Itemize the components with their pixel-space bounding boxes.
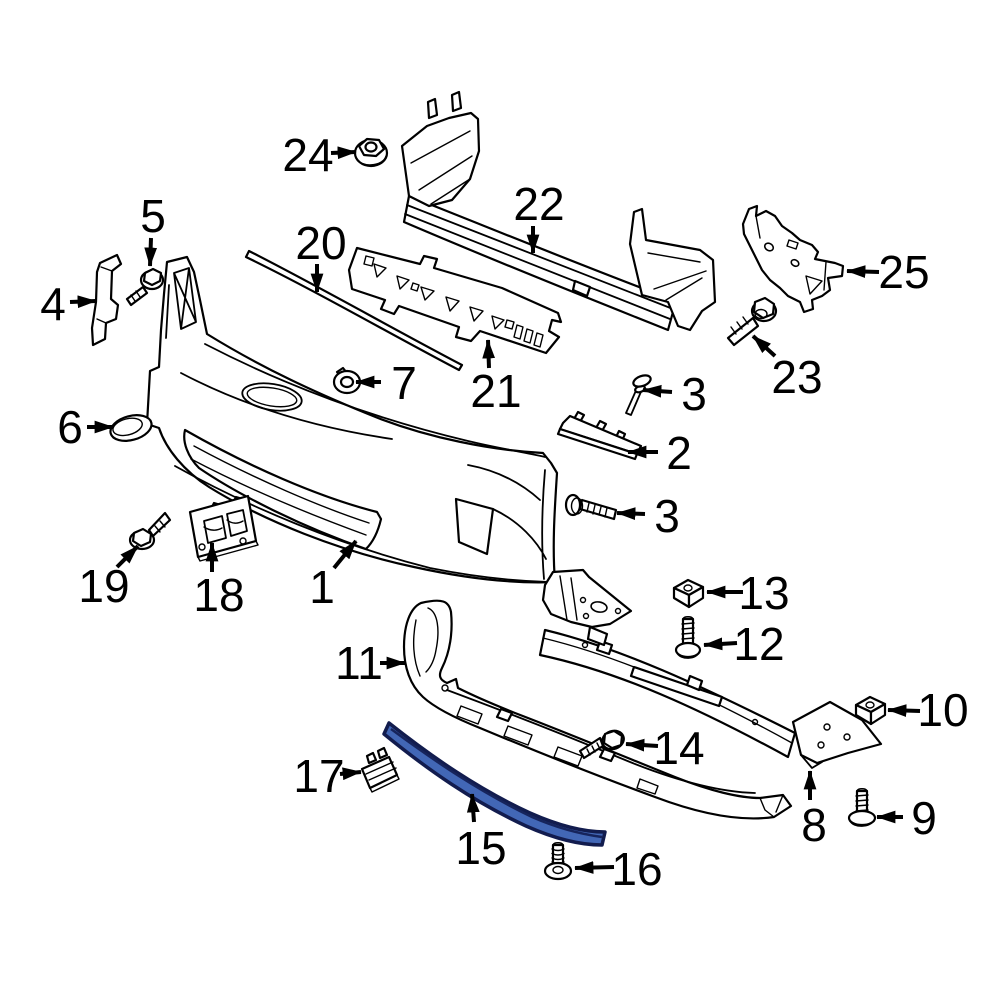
part-number-label-bumper-impact-bar[interactable]: 22 <box>513 178 564 230</box>
part-number-label-valance-bolt[interactable]: 14 <box>653 722 704 774</box>
callout-arrow-mount-bracket-bolt <box>751 334 777 358</box>
part-number-label-u-nut-clip[interactable]: 13 <box>738 567 789 619</box>
trim-screw-drawing <box>543 842 573 881</box>
deflector-bolt-drawing <box>847 788 877 827</box>
part-number-label-front-valance-panel[interactable]: 11 <box>335 637 383 689</box>
shield-bolt-drawing <box>674 616 702 659</box>
bumper-mount-bracket-drawing <box>741 204 845 314</box>
callout-arrow-u-nut-clip <box>887 704 921 717</box>
part-number-label-license-bracket-screw[interactable]: 19 <box>78 560 129 612</box>
bumper-side-bracket-drawing <box>90 253 123 347</box>
callout-arrow-impact-absorber <box>482 339 496 369</box>
lower-air-deflector-drawing <box>538 568 883 769</box>
callout-arrow-valance-bolt <box>625 738 659 752</box>
part-number-label-trim-screw[interactable]: 16 <box>611 843 662 895</box>
callout-arrow-flange-nut <box>330 146 357 160</box>
part-number-label-lower-air-deflector[interactable]: 8 <box>801 799 827 851</box>
license-bracket-screw-drawing <box>128 511 172 551</box>
callout-arrow-bumper-side-bracket <box>69 295 97 309</box>
retainer-screw-drawing <box>564 493 618 521</box>
part-number-label-license-plate-bracket[interactable]: 18 <box>193 569 244 621</box>
bumper-side-retainer-drawing <box>556 410 643 461</box>
part-number-label-outlet-grille-bracket[interactable]: 17 <box>293 750 344 802</box>
part-number-label-push-pin-nut[interactable]: 7 <box>391 357 417 409</box>
lower-trim-molding-highlighted-drawing[interactable] <box>382 721 607 847</box>
bumper-impact-bar-drawing <box>400 90 717 332</box>
part-number-label-bumper-side-retainer[interactable]: 2 <box>666 427 692 479</box>
part-number-label-bumper-seal-strip[interactable]: 20 <box>295 217 346 269</box>
part-number-label-u-nut-clip[interactable]: 10 <box>917 684 968 736</box>
u-nut-clip-10-drawing <box>854 695 887 726</box>
part-number-label-shield-bolt[interactable]: 12 <box>733 618 784 670</box>
mount-bracket-bolt-drawing <box>726 296 778 347</box>
push-pin-nut-drawing <box>332 366 362 395</box>
part-number-label-impact-absorber[interactable]: 21 <box>470 365 521 417</box>
part-number-label-tow-eye-cover[interactable]: 6 <box>57 401 83 453</box>
callout-arrow-license-bracket-screw <box>115 544 140 569</box>
part-number-label-retainer-rivet[interactable]: 3 <box>681 368 707 420</box>
callout-arrow-outlet-grille-bracket <box>339 767 362 781</box>
bracket-screw-drawing <box>125 267 165 307</box>
part-number-label-front-bumper-cover[interactable]: 1 <box>309 561 335 613</box>
callout-arrow-bracket-screw <box>144 237 158 267</box>
part-number-label-deflector-bolt[interactable]: 9 <box>911 792 937 844</box>
part-number-label-retainer-screw[interactable]: 3 <box>654 490 680 542</box>
front-valance-panel-drawing <box>402 599 793 820</box>
outlet-grille-bracket-drawing <box>360 746 400 793</box>
flange-nut-drawing <box>353 137 389 168</box>
valance-bolt-drawing <box>578 729 625 760</box>
callout-arrow-shield-bolt <box>703 637 738 651</box>
part-number-label-lower-trim-molding-highlighted[interactable]: 15 <box>455 822 506 874</box>
part-number-label-flange-nut[interactable]: 24 <box>282 129 333 181</box>
part-number-label-bumper-mount-bracket[interactable]: 25 <box>878 246 929 298</box>
part-number-label-bracket-screw[interactable]: 5 <box>140 190 166 242</box>
retainer-rivet-drawing <box>625 374 652 416</box>
impact-absorber-drawing <box>347 246 563 355</box>
callout-arrow-retainer-screw <box>616 507 646 521</box>
callout-arrow-bumper-mount-bracket <box>846 265 880 278</box>
callout-arrow-trim-screw <box>574 861 615 874</box>
part-number-label-mount-bracket-bolt[interactable]: 23 <box>771 351 822 403</box>
callout-arrow-lower-trim-molding-highlighted <box>466 793 480 823</box>
license-plate-bracket-drawing <box>188 494 259 562</box>
u-nut-clip-13-drawing <box>672 578 705 609</box>
callout-arrow-front-bumper-cover <box>332 539 358 570</box>
callout-arrow-retainer-rivet <box>642 384 673 398</box>
part-number-label-bumper-side-bracket[interactable]: 4 <box>40 278 66 330</box>
